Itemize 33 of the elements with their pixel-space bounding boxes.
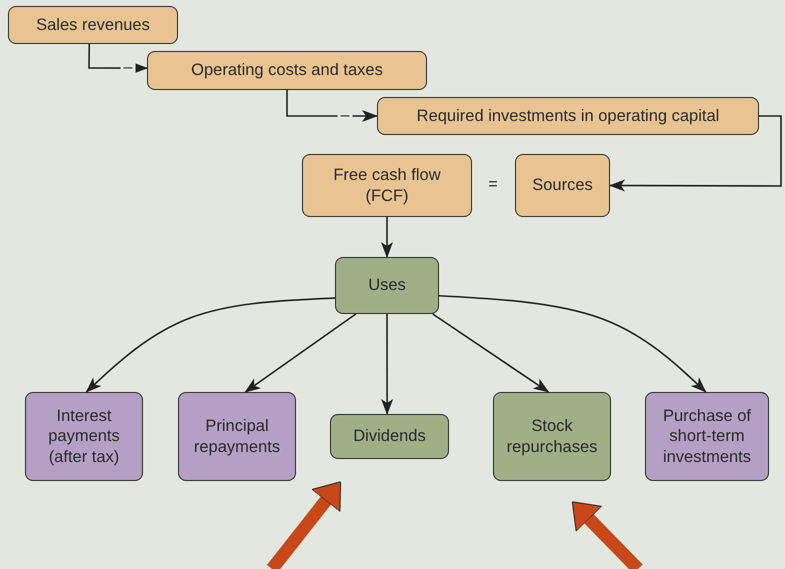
node-text: Stock repurchases xyxy=(506,416,598,458)
use-box xyxy=(25,392,143,481)
node-text: Sales revenues xyxy=(36,14,150,36)
node-text: Uses xyxy=(368,275,406,296)
pointer-arrow xyxy=(572,501,643,569)
arrow xyxy=(438,294,706,393)
use-box xyxy=(645,392,769,481)
uses-box xyxy=(335,257,439,314)
use-box xyxy=(330,414,449,459)
node-text: Free cash flow (FCF) xyxy=(332,164,442,206)
pointer-arrow xyxy=(266,481,342,569)
node-text: Principal repayments xyxy=(192,416,282,458)
arrow xyxy=(432,313,550,393)
cost-box xyxy=(147,51,427,90)
node-text: Required investments in operating capital xyxy=(416,106,720,126)
arrow xyxy=(381,217,393,258)
arrow xyxy=(286,90,378,122)
operator-sign: – xyxy=(120,60,136,76)
sources-box xyxy=(515,154,610,217)
arrow xyxy=(244,313,356,393)
node-text: Dividends xyxy=(353,426,426,447)
arrow xyxy=(609,115,782,192)
revenue-box xyxy=(8,6,178,44)
node-text: Operating costs and taxes xyxy=(191,60,383,81)
arrow xyxy=(86,297,336,393)
node-text: Purchase of short-term investments xyxy=(662,406,752,468)
node-text: Interest payments (after tax) xyxy=(47,406,121,468)
arrow xyxy=(381,314,394,415)
use-box xyxy=(178,392,296,481)
node-text: Sources xyxy=(532,175,593,196)
cash-flow-box xyxy=(302,154,472,217)
use-box xyxy=(493,392,611,481)
investment-box xyxy=(377,97,759,135)
